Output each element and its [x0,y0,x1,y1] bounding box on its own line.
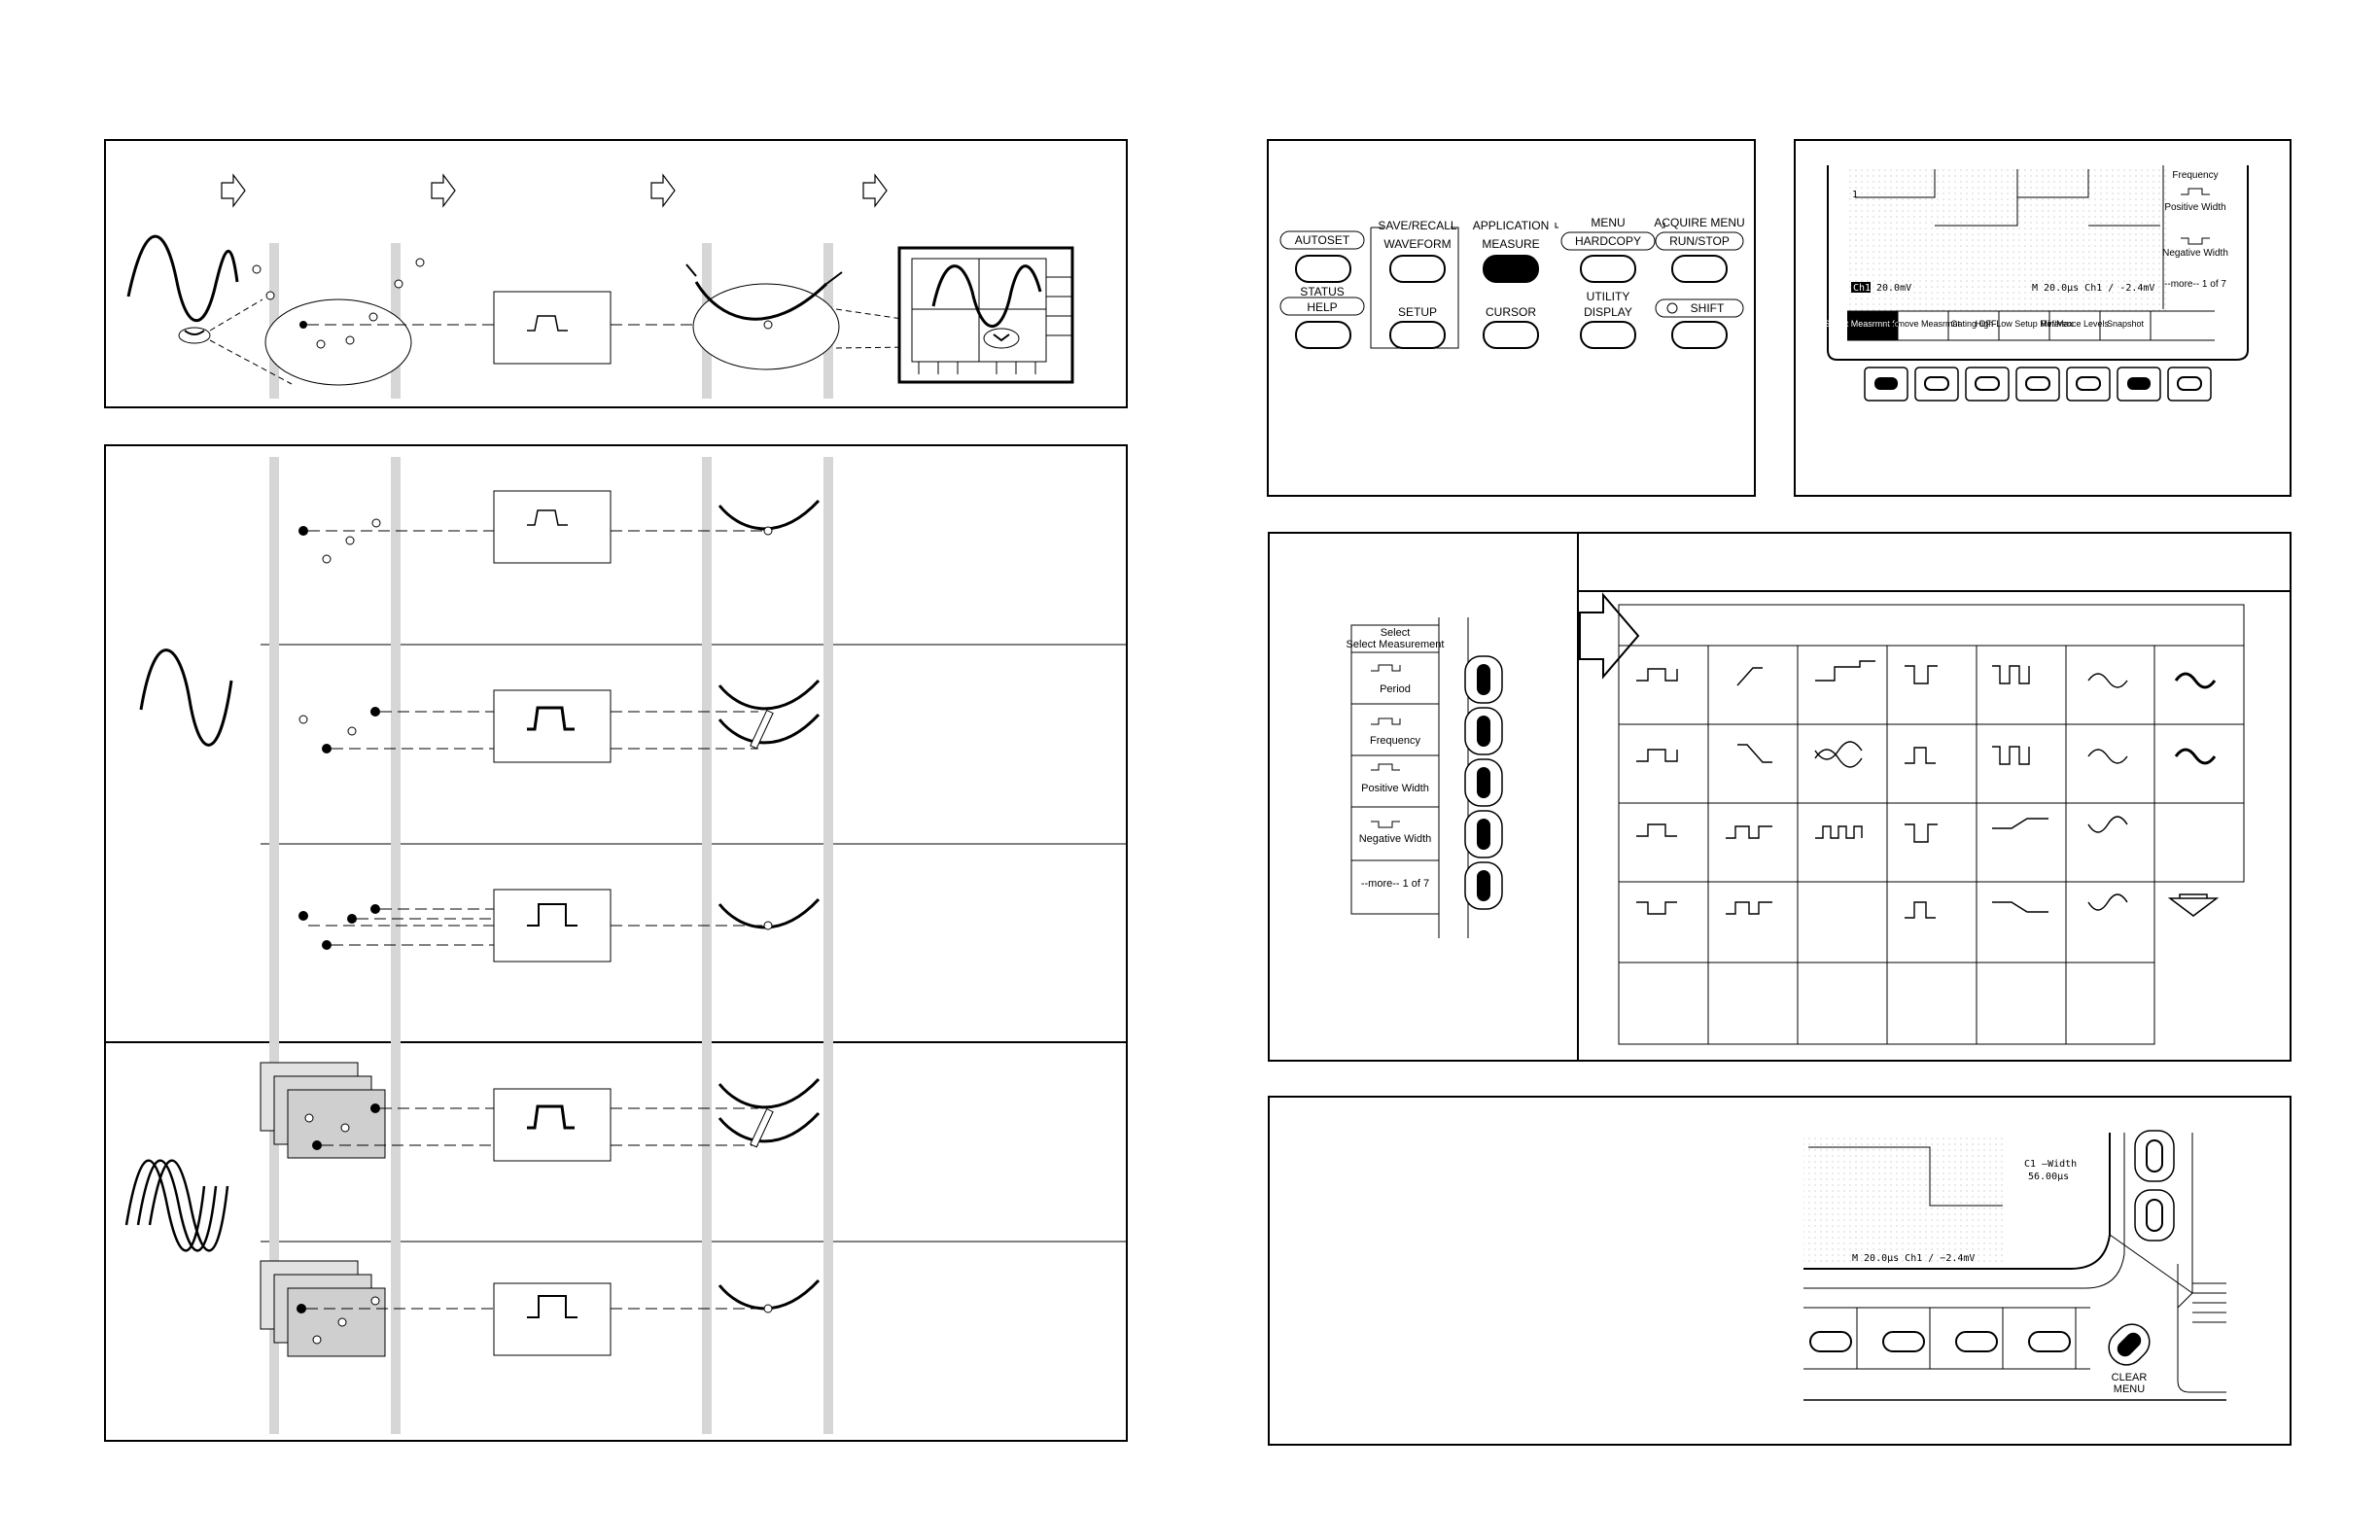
menu-frequency[interactable]: Frequency [1370,735,1420,747]
acquisition-record-stack [260,1062,386,1159]
measure-button[interactable] [1483,255,1539,283]
acquisition-process-panel [104,139,1128,408]
help-label: HELP [1307,300,1337,314]
side-menu-negative-width: Negative Width [2162,248,2228,259]
shift-label: SHIFT [1691,301,1725,315]
menu-positive-width[interactable]: Positive Width [1361,783,1429,794]
readout-channel: Ch1 [1853,283,1871,294]
bottom-menu-reference: Reference Levels [2041,319,2110,329]
application-label: APPLICATION [1473,219,1549,232]
side-button-1[interactable] [1477,664,1490,695]
right-arrow-icon [221,173,888,208]
bottom-menu-high-low: High-Low Setup Min/Max [1976,319,2074,329]
bottom-menu-gating: Gating OFF [1950,319,1997,329]
front-panel-buttons: AUTOSET SAVE/RECALL APPLICATION MENU ACQ… [1267,139,1756,497]
measure-label: MEASURE [1482,237,1539,251]
side-menu-more: --more-- 1 of 7 [2164,279,2226,290]
save-recall-label: SAVE/RECALL [1378,219,1456,232]
help-button[interactable] [1295,321,1351,349]
clear-menu-label-1: CLEAR [2112,1372,2148,1383]
acquire-menu-label: ACQUIRE MENU [1654,216,1744,229]
setup-label: SETUP [1398,305,1437,319]
side-button-4[interactable] [1477,819,1490,850]
setup-button[interactable] [1389,321,1446,349]
hardcopy-button[interactable] [1580,255,1636,283]
utility-label: UTILITY [1587,290,1630,303]
scope-screen-panel: 1 Frequency Positive Width Negative Widt… [1794,139,2292,497]
measurement-readout-panel: C1 –Width 56.00µs M 20.0µs Ch1 ∕ −2.4mV … [1268,1096,2292,1446]
down-arrow-icon [2167,893,2220,917]
bottom-menu-select: Select Measrmnt for Ch1 [1824,319,1921,329]
menu-title-1: Select [1381,627,1411,639]
autoset-label: AUTOSET [1295,233,1350,247]
menu-more[interactable]: --more-- 1 of 7 [1361,878,1429,890]
bottom-menu-remove: Remove Measrmnt [1886,319,1961,329]
bezel-button-6[interactable] [2127,377,2151,390]
scope-display-thumbnail [897,246,1074,384]
run-stop-label: RUN/STOP [1669,234,1730,248]
hardcopy-label: HARDCOPY [1575,234,1641,248]
status-label: STATUS [1300,285,1345,298]
shift-button[interactable] [1671,321,1728,349]
clear-menu-label-2: MENU [2114,1383,2145,1395]
waveform-button[interactable] [1389,255,1446,283]
clear-menu-button[interactable] [2102,1317,2157,1373]
cursor-button[interactable] [1483,321,1539,349]
measurement-value: 56.00µs [2028,1172,2069,1182]
readout-time: M 20.0µs Ch1 ∕ -2.4mV [2032,283,2154,294]
select-measurement-panel: Select Select Measurement Period Frequen… [1268,532,2292,1062]
menu-title: Select Measurement [1347,639,1445,650]
readout-volts: 20.0mV [1876,283,1911,294]
side-button-3[interactable] [1477,767,1490,798]
run-stop-button[interactable] [1671,255,1728,283]
display-button[interactable] [1580,321,1636,349]
measurement-name: C1 –Width [2024,1159,2077,1170]
menu-negative-width[interactable]: Negative Width [1359,833,1432,845]
bottom-menu-snapshot: Snapshot [2107,319,2145,329]
right-arrow-icon [1579,592,1640,680]
display-label: DISPLAY [1584,305,1632,319]
svg-text:1: 1 [1852,190,1858,200]
autoset-button[interactable] [1295,255,1351,283]
cursor-label: CURSOR [1486,305,1536,319]
side-button-5[interactable] [1477,870,1490,901]
menu-label: MENU [1591,216,1625,229]
side-button-2[interactable] [1477,716,1490,747]
acquisition-modes-panel [104,444,1128,1442]
measurement-icon-grid [1618,645,2245,1045]
menu-period[interactable]: Period [1380,683,1411,695]
waveform-label: WAVEFORM [1383,237,1451,251]
side-menu-positive-width: Positive Width [2164,202,2225,213]
side-menu-frequency: Frequency [2172,170,2218,181]
bezel-button-1[interactable] [1874,377,1898,390]
bottom-readout: M 20.0µs Ch1 ∕ −2.4mV [1852,1253,1975,1264]
